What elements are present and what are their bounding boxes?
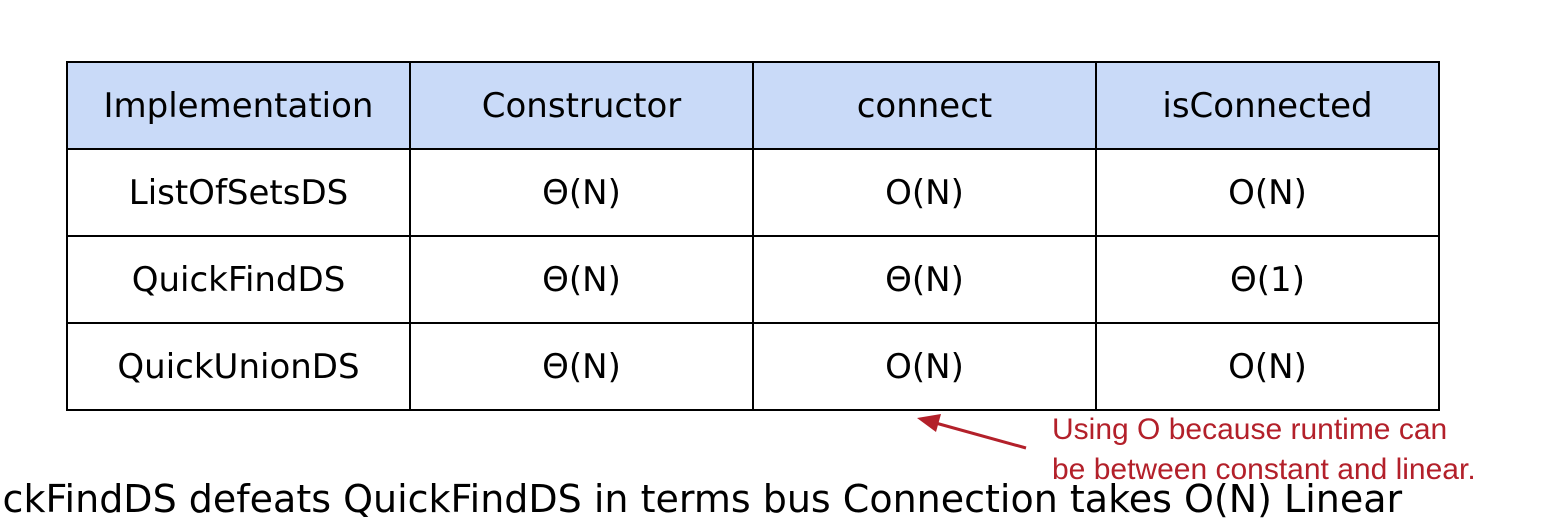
table-cell-isconnected: O(N) [1095,322,1440,411]
table-cell-implementation: QuickFindDS [66,235,411,324]
table-row: ListOfSetsDS Θ(N) O(N) O(N) [66,148,1440,237]
header-isconnected: isConnected [1095,61,1440,150]
table-cell-connect: O(N) [752,148,1097,237]
table-cell-connect: O(N) [752,322,1097,411]
table-cell-constructor: Θ(N) [409,235,754,324]
annotation-note: Using O because runtime can be between c… [1052,410,1476,490]
table-row: QuickFindDS Θ(N) Θ(N) Θ(1) [66,235,1440,324]
table-cell-isconnected: O(N) [1095,148,1440,237]
table-cell-constructor: Θ(N) [409,322,754,411]
annotation-arrow-icon [917,414,1027,450]
table-cell-constructor: Θ(N) [409,148,754,237]
annotation-line-2: be between constant and linear. [1052,453,1476,486]
header-implementation: Implementation [66,61,411,150]
header-connect: connect [752,61,1097,150]
table-header-row: Implementation Constructor connect isCon… [66,61,1440,150]
table-cell-connect: Θ(N) [752,235,1097,324]
table-row: QuickUnionDS Θ(N) O(N) O(N) [66,322,1440,411]
cutoff-body-text: ickFindDS defeats QuickFindDS in terms b… [0,477,1403,521]
annotation-line-1: Using O because runtime can [1052,413,1448,446]
table-cell-implementation: ListOfSetsDS [66,148,411,237]
runtime-table: Implementation Constructor connect isCon… [66,61,1440,411]
table-cell-isconnected: Θ(1) [1095,235,1440,324]
table-cell-implementation: QuickUnionDS [66,322,411,411]
header-constructor: Constructor [409,61,754,150]
